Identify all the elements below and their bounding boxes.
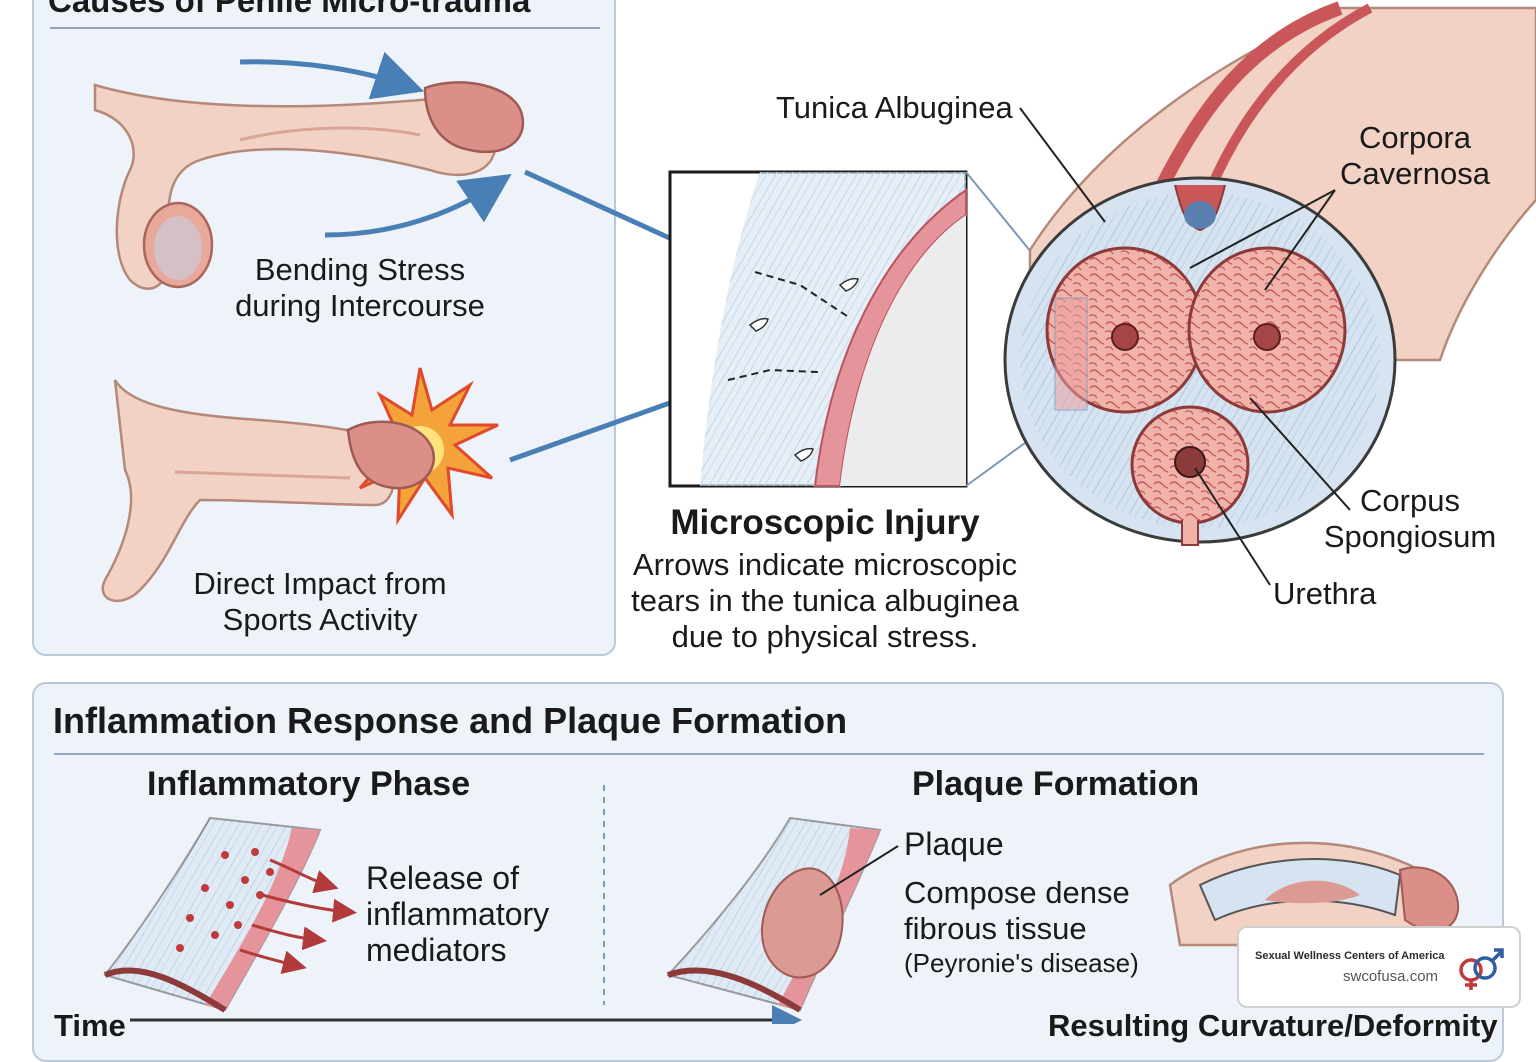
injury-caption: Microscopic Injury Arrows indicate micro… (620, 503, 1030, 655)
gender-symbols-icon (1459, 948, 1504, 990)
timeline-label: Time (54, 1008, 126, 1043)
label-urethra: Urethra (1273, 576, 1377, 611)
logo-url: swcofusa.com (1343, 968, 1439, 985)
inflammation-title-rule (54, 753, 1484, 755)
label-spongiosum-line2: Spongiosum (1323, 519, 1497, 554)
plaque-line3: (Peyronie's disease) (904, 948, 1139, 978)
cause-bending-label: Bending Stress during Intercourse (200, 252, 520, 324)
label-cavernosa-line1: Corpora (1359, 120, 1471, 155)
injury-title: Microscopic Injury (670, 503, 980, 542)
plaque-line1: Compose dense (904, 875, 1130, 910)
label-corpora-cavernosa: Corpora Cavernosa (1330, 120, 1500, 192)
cause-bending-line2: during Intercourse (235, 288, 485, 323)
inflammation-title: Inflammation Response and Plaque Formati… (53, 700, 848, 741)
logo-name: Sexual Wellness Centers of America (1255, 950, 1445, 962)
plaque-caption: Compose dense fibrous tissue (Peyronie's… (904, 875, 1139, 979)
phase-inflammatory-title: Inflammatory Phase (147, 765, 471, 803)
cause-impact-line1: Direct Impact from (193, 566, 447, 601)
causes-title: Causes of Penile Micro-trauma (48, 0, 531, 19)
cause-bending-line1: Bending Stress (254, 252, 466, 287)
microscopic-injury-box (668, 170, 1071, 488)
inflammatory-tissue-illustration (103, 816, 357, 1013)
causes-title-rule (50, 27, 600, 29)
cross-section-illustration (1003, 1, 1536, 586)
phase-plaque-title: Plaque Formation (912, 765, 1200, 803)
injury-line3: due to physical stress. (671, 619, 979, 654)
label-spongiosum-line1: Corpus (1360, 483, 1460, 518)
phase-inflammatory-caption: Release of inflammatory mediators (366, 860, 549, 968)
curvature-illustration (1168, 841, 1460, 947)
injury-line2: tears in the tunica albuginea (631, 583, 1019, 618)
plaque-label: Plaque (904, 826, 1004, 862)
injury-line1: Arrows indicate microscopic (632, 547, 1018, 582)
label-tunica-albuginea: Tunica Albuginea (776, 90, 1013, 125)
penis-impact-illustration (101, 367, 499, 602)
logo-badge[interactable]: Sexual Wellness Centers of America swcof… (1237, 926, 1521, 1008)
result-label: Resulting Curvature/Deformity (1048, 1008, 1498, 1043)
penis-bending-illustration (93, 51, 525, 290)
mediators-line3: mediators (366, 932, 507, 968)
plaque-line2: fibrous tissue (904, 911, 1087, 946)
cause-impact-label: Direct Impact from Sports Activity (160, 566, 480, 638)
illustration-layer (93, 1, 1536, 1024)
mediators-line1: Release of (366, 860, 519, 896)
cause-impact-line2: Sports Activity (222, 602, 418, 637)
mediators-line2: inflammatory (366, 896, 550, 932)
label-corpus-spongiosum: Corpus Spongiosum (1315, 483, 1505, 555)
plaque-tissue-illustration (666, 816, 899, 1013)
label-cavernosa-line2: Cavernosa (1340, 156, 1490, 191)
